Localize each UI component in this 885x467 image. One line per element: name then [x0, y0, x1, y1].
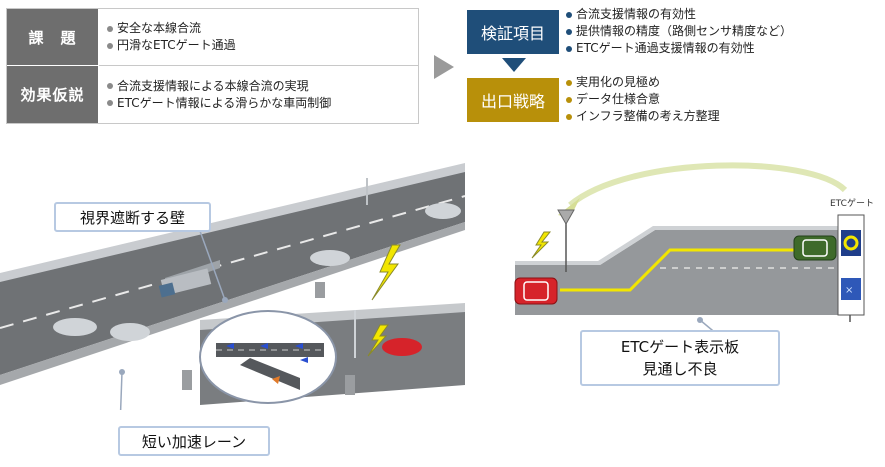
issue-item: 安全な本線合流	[107, 20, 418, 37]
gate-closed-icon: ×	[845, 285, 854, 296]
bullet-icon	[107, 83, 113, 89]
etc-display-callout-line2: 見通し不良	[642, 360, 718, 378]
car-icon	[425, 203, 461, 219]
bullet-icon	[107, 42, 113, 49]
issue-hypothesis-table: 課 題 安全な本線合流 円滑なETCゲート通過 効果仮説 合流支援情報による本線…	[6, 8, 419, 124]
exit-strategy-item: インフラ整備の考え方整理	[566, 108, 720, 125]
lane-callout: 短い加速レーン	[118, 426, 270, 456]
green-car-icon	[793, 235, 837, 261]
car-icon	[310, 250, 350, 266]
main-road	[0, 170, 465, 375]
verification-list: 合流支援情報の有効性 提供情報の精度（路側センサ精度など） ETCゲート通過支援…	[566, 6, 792, 57]
lightning-signal-icon	[371, 244, 401, 301]
hypothesis-item: 合流支援情報による本線合流の実現	[107, 78, 418, 95]
issue-cell: 安全な本線合流 円滑なETCゲート通過	[99, 9, 418, 66]
hypothesis-header: 効果仮説	[7, 66, 98, 123]
exit-strategy-item: 実用化の見極め	[566, 74, 720, 91]
bullet-icon	[107, 100, 113, 106]
red-car-icon	[514, 277, 558, 305]
lightning-signal-icon	[367, 324, 389, 357]
bullet-icon	[566, 79, 572, 86]
etc-gate-illustration	[514, 162, 865, 335]
car-icon	[110, 323, 150, 341]
lightning-signal-icon	[531, 231, 552, 259]
verification-item: ETCゲート通過支援情報の有効性	[566, 40, 792, 57]
etc-display-callout: ETCゲート表示板 見通し不良	[580, 330, 780, 386]
verification-item: 提供情報の精度（路側センサ精度など）	[566, 23, 792, 40]
hypothesis-cell: 合流支援情報による本線合流の実現 ETCゲート情報による滑らかな車両制御	[99, 66, 418, 123]
etc-display-callout-line1: ETCゲート表示板	[620, 338, 740, 356]
arrow-right-icon	[434, 55, 454, 79]
gate-open-icon	[843, 235, 859, 251]
exit-strategy-list: 実用化の見極め データ仕様合意 インフラ整備の考え方整理	[566, 74, 720, 125]
car-icon	[53, 318, 97, 336]
etc-gate-label: ETCゲート	[830, 199, 874, 209]
red-car-icon	[382, 338, 422, 356]
bullet-icon	[566, 11, 572, 18]
bullet-icon	[566, 113, 572, 120]
signal-arc-arrow	[568, 162, 848, 208]
verification-item: 合流支援情報の有効性	[566, 6, 792, 23]
verification-label: 検証項目	[467, 10, 559, 54]
highway-merge-illustration	[0, 160, 470, 410]
bullet-icon	[566, 45, 572, 52]
exit-strategy-item: データ仕様合意	[566, 91, 720, 108]
hypothesis-item: ETCゲート情報による滑らかな車両制御	[107, 95, 418, 112]
arrow-down-icon	[502, 58, 526, 72]
issue-item: 円滑なETCゲート通過	[107, 37, 418, 54]
exit-strategy-label: 出口戦略	[467, 78, 559, 122]
sensor-icon	[557, 209, 575, 226]
bullet-icon	[566, 28, 572, 35]
issue-header: 課 題	[7, 9, 98, 65]
wall-callout: 視界遮断する壁	[54, 202, 211, 232]
road-barrier	[0, 163, 465, 282]
bullet-icon	[107, 25, 113, 32]
bullet-icon	[566, 96, 572, 103]
